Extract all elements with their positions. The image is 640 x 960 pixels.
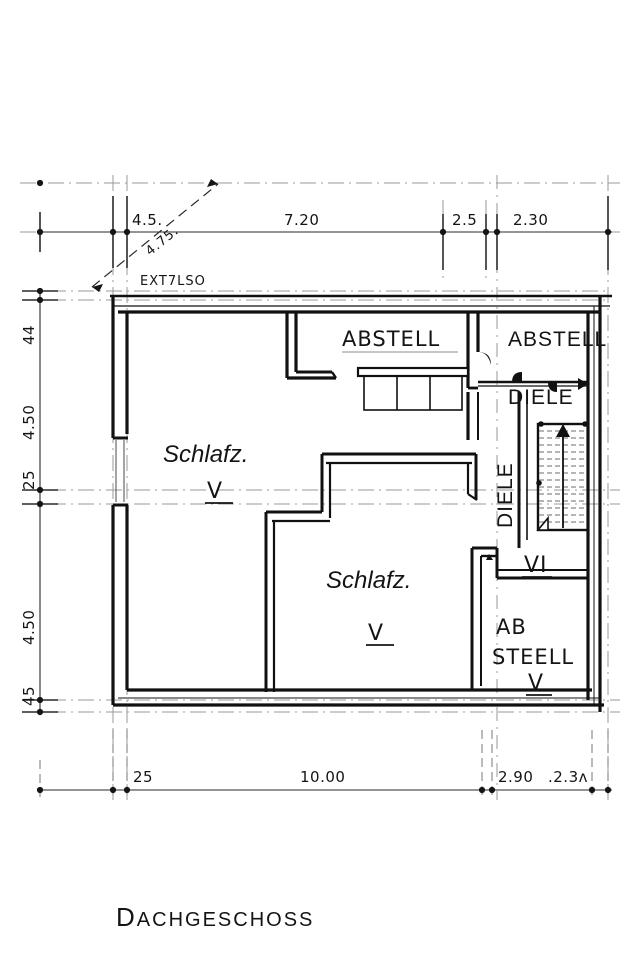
- room-label-abstell-top-left: ABSTELL: [342, 327, 440, 351]
- door-swing-diele-b: [548, 382, 557, 392]
- left-dimension-label-2: 25: [20, 470, 38, 490]
- door-swing-diele-c: [578, 378, 588, 390]
- building-walls: [110, 294, 612, 712]
- left-dimension-label-1: 4.50: [20, 405, 38, 440]
- room-label-diele-upper: DIELE: [508, 386, 574, 409]
- interior-partitions: [264, 312, 588, 692]
- door-swing-abstell: [478, 352, 491, 365]
- room-label-diele-vertical: DIELE: [494, 462, 517, 528]
- top-dimension-chain: 4.5. 7.20 2.5 2.30: [36, 179, 612, 270]
- partition-diele-left: [517, 392, 528, 548]
- staircase-up-arrow-icon: [556, 424, 570, 437]
- bottom-dimension-label-3: .2.3ʌ: [548, 768, 588, 786]
- bottom-dimension-points: [36, 786, 612, 794]
- room-numeral-abstell-bottom: V: [528, 671, 544, 696]
- room-labels: Schlafz. V Schlafz. V ABSTELL ABSTELL DI…: [163, 327, 607, 696]
- bottom-dimension-label-1: 10.00: [300, 768, 345, 786]
- top-dimension-label-0: 4.5.: [132, 211, 163, 229]
- top-dimension-label-1: 7.20: [284, 211, 319, 229]
- diagonal-arrow-end: [207, 179, 218, 187]
- exterior-wall-left-upper: [111, 296, 129, 440]
- closet-rail: [356, 366, 470, 378]
- diagonal-dimension-note: EXT7LSO: [140, 274, 206, 289]
- left-dimension-points: [36, 287, 44, 716]
- left-dimension-label-0: 44: [20, 325, 38, 345]
- top-dimension-label-3: 2.30: [513, 211, 548, 229]
- top-dimension-points: [36, 179, 612, 236]
- diagonal-dimension-line: [91, 183, 219, 288]
- top-dimension-label-2: 2.5: [452, 211, 477, 229]
- partition-central-stepped: [264, 452, 478, 692]
- staircase-node-b: [582, 421, 588, 427]
- partition-abstell-bottom: [470, 546, 588, 690]
- closet-shelving-unit: [356, 366, 470, 411]
- staircase-node-a: [538, 421, 544, 427]
- bottom-dimension-chain: 25 10.00 2.90 .2.3ʌ: [36, 730, 612, 800]
- left-dimension-chain: 44 4.50 25 4.50 45: [20, 287, 58, 716]
- bottom-dimension-label-0: 25: [133, 768, 153, 786]
- door-swing-abstell-bottom: [486, 554, 493, 560]
- exterior-wall-top: [110, 294, 612, 314]
- staircase[interactable]: [536, 421, 590, 532]
- left-dimension-label-3: 4.50: [20, 610, 38, 645]
- door-swing-diele-a: [512, 372, 522, 382]
- exterior-wall-bottom: [113, 688, 604, 707]
- partition-diele-top: [478, 372, 588, 392]
- room-label-schlafzimmer-lower: Schlafz.: [326, 567, 411, 594]
- room-label-abstell-top-right: ABSTELL: [508, 328, 607, 351]
- room-numeral-schlafzimmer-upper: V: [207, 479, 223, 504]
- diagonal-arrow-start: [92, 284, 103, 292]
- room-label-abstell-bottom-line2: STEELL: [492, 645, 574, 669]
- bottom-dimension-label-2: 2.90: [498, 768, 533, 786]
- staircase-start-marker: [536, 515, 549, 531]
- room-label-schlafzimmer-upper: Schlafz.: [163, 441, 248, 468]
- room-label-abstell-bottom-line1: AB: [496, 615, 527, 639]
- exterior-wall-left-lower: [111, 503, 129, 705]
- closet-body: [363, 375, 463, 411]
- staircase-node-c: [536, 480, 542, 486]
- room-numeral-diele: VI: [524, 553, 548, 578]
- room-numeral-schlafzimmer-lower: V: [368, 621, 384, 646]
- left-dimension-label-4: 45: [20, 686, 38, 706]
- window-left-wall[interactable]: [115, 440, 125, 502]
- sheet-title: DACHGESCHOSS: [116, 902, 314, 932]
- partition-abstell-topleft: [285, 312, 337, 380]
